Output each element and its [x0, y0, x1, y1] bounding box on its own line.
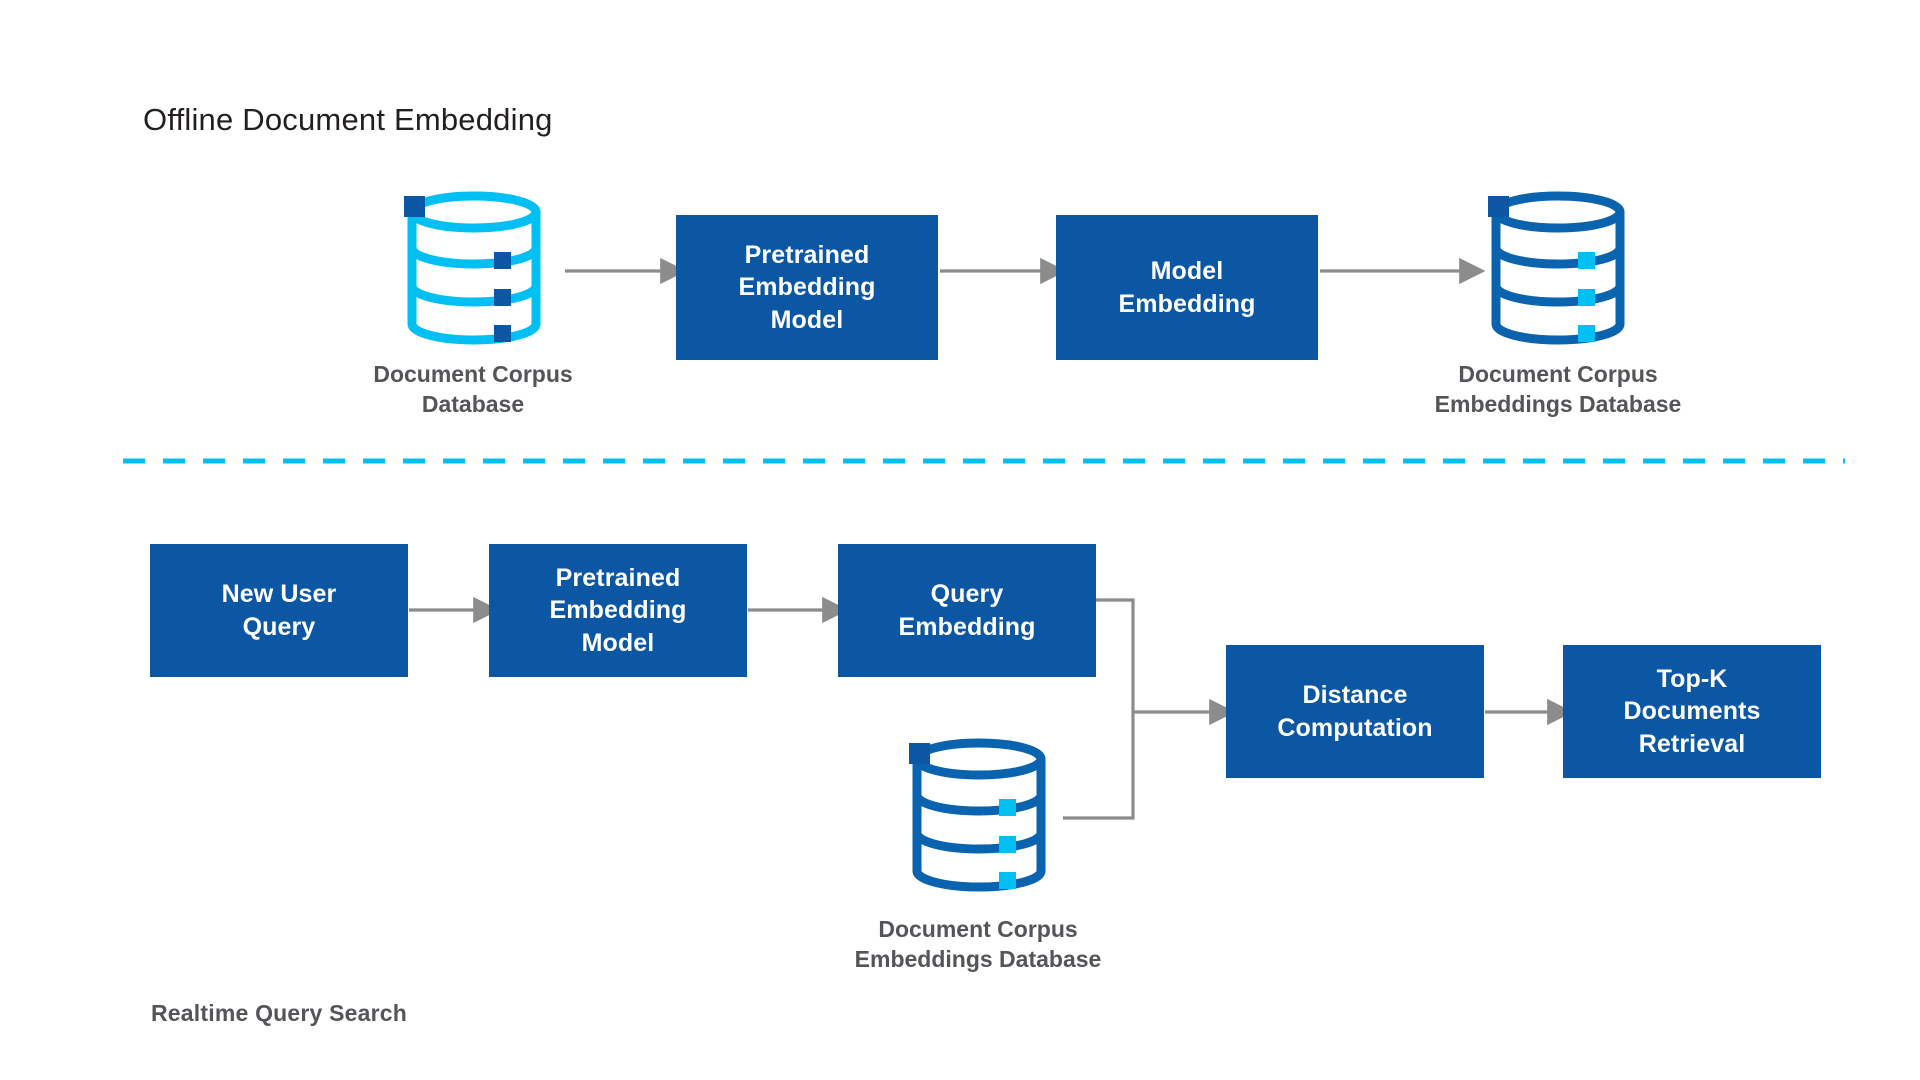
document-corpus-embeddings-database-query-caption: Document Corpus Embeddings Database [854, 916, 1102, 972]
db-accent-square [494, 289, 511, 306]
page-title-offline: Offline Document Embedding [143, 102, 553, 137]
node-query-embedding[interactable]: Query Embedding [838, 544, 1096, 677]
db-accent-square [1578, 325, 1595, 342]
db-accent-square [999, 799, 1016, 816]
db-accent-square [494, 252, 511, 269]
document-corpus-database-icon [398, 188, 550, 348]
document-corpus-embeddings-database-icon [1482, 188, 1634, 348]
document-corpus-embeddings-database-caption: Document Corpus Embeddings Database [1434, 361, 1682, 417]
db-accent-square [999, 872, 1016, 889]
db-accent-square [909, 743, 930, 764]
document-corpus-embeddings-database-query-icon [903, 735, 1055, 895]
db-accent-square [1488, 196, 1509, 217]
db-accent-square [999, 836, 1016, 853]
db-accent-square [1578, 252, 1595, 269]
db-accent-square [494, 325, 511, 342]
node-model-embedding[interactable]: Model Embedding [1056, 215, 1318, 360]
node-new-user-query[interactable]: New User Query [150, 544, 408, 677]
page-title-realtime: Realtime Query Search [151, 1000, 408, 1026]
document-corpus-database-caption: Document Corpus Database [373, 361, 573, 417]
db-accent-square [1578, 289, 1595, 306]
node-distance-computation[interactable]: Distance Computation [1226, 645, 1484, 778]
elbow-embeddings-db-to-merge [1063, 712, 1135, 820]
db-accent-square [404, 196, 425, 217]
node-top-k-documents-retrieval[interactable]: Top-K Documents Retrieval [1563, 645, 1821, 778]
elbow-query-embedding-to-merge [1096, 598, 1135, 712]
node-pretrained-embedding-model-query[interactable]: Pretrained Embedding Model [489, 544, 747, 677]
node-pretrained-embedding-model[interactable]: Pretrained Embedding Model [676, 215, 938, 360]
